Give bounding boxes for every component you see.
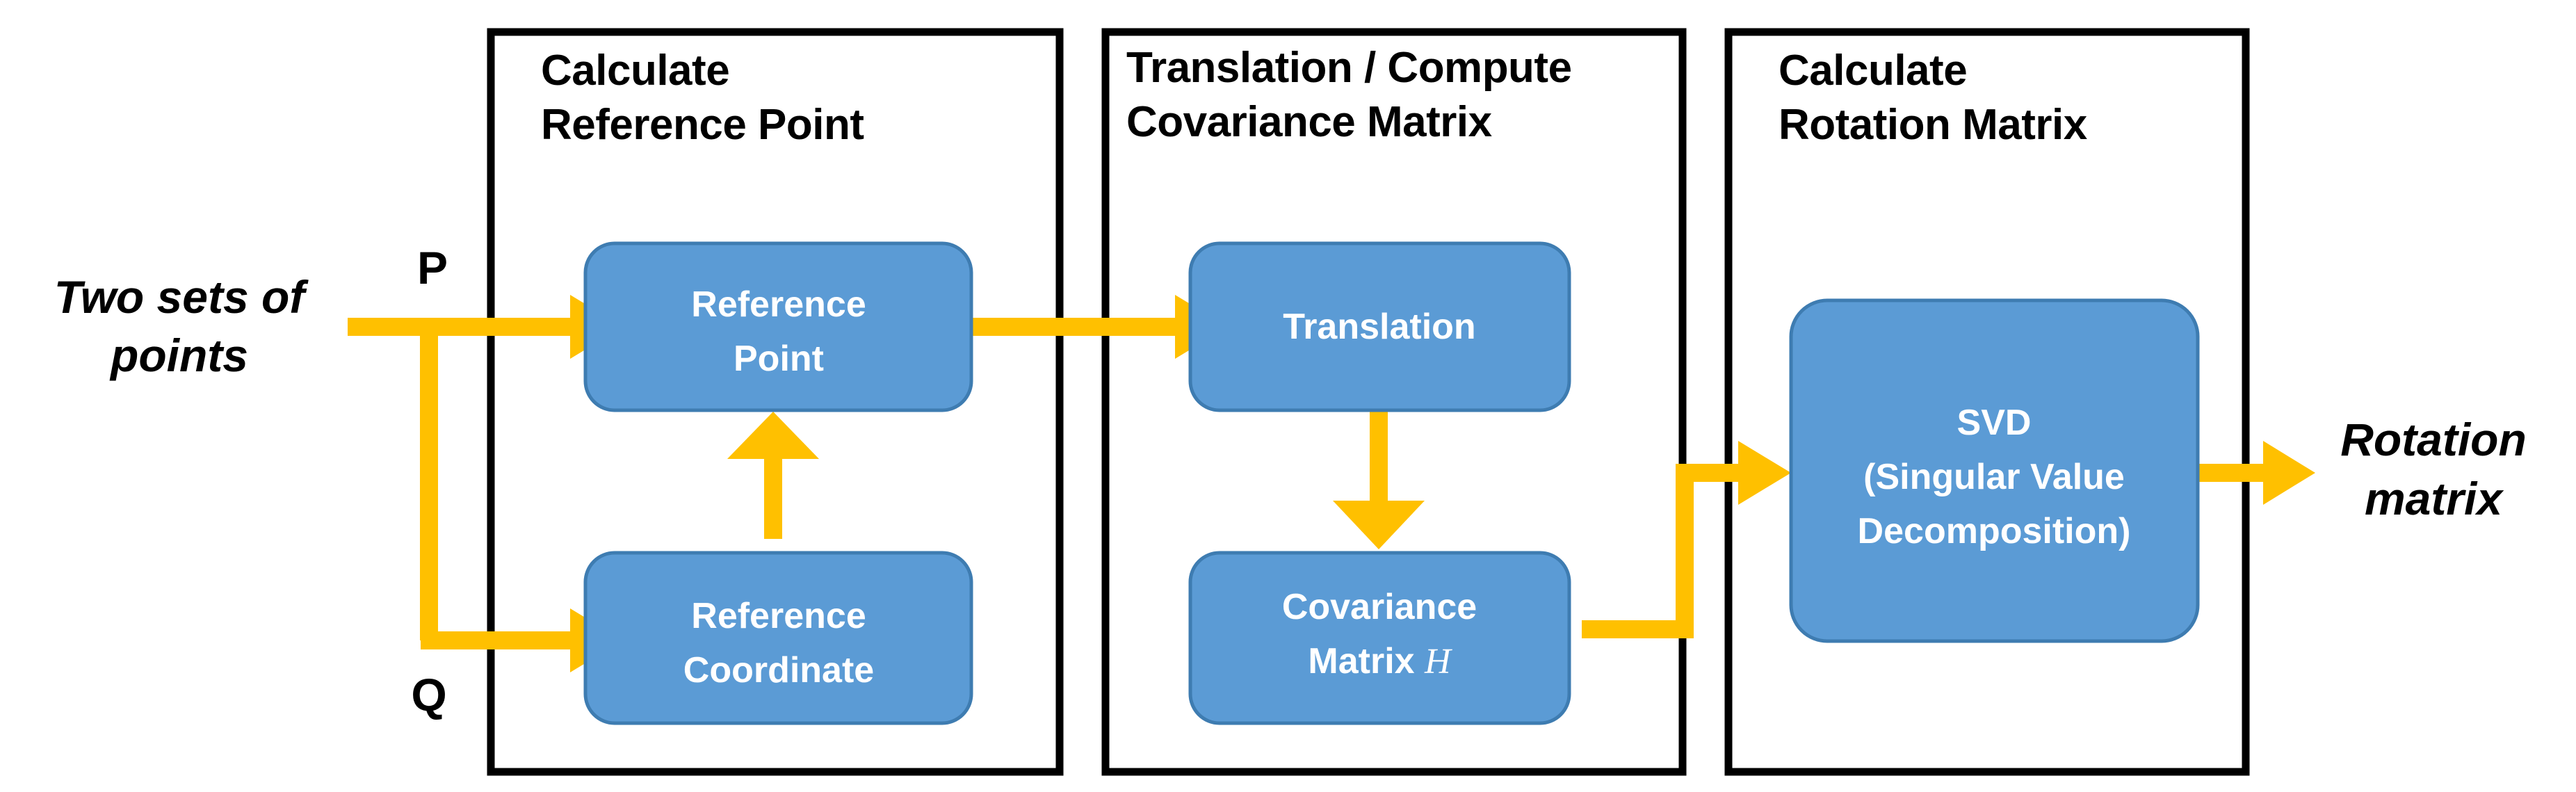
branch-tag-q: Q [411,669,446,720]
connector-reference-coordinate-to-reference-point [727,412,819,539]
box-reference-coordinate[interactable]: Reference Coordinate [583,551,973,725]
translation-label: Translation [1283,307,1475,347]
panel3-title-line2: Rotation Matrix [1779,101,2088,149]
output-label-line2: matrix [2365,473,2504,524]
arrowhead-to-rotation-matrix [2263,441,2315,505]
reference-coordinate-shape[interactable] [583,551,973,725]
input-label-line1: Two sets of [54,271,309,323]
box-svd[interactable]: SVD (Singular Value Decomposition) [1789,298,2200,643]
output-label-rotation-matrix: Rotation matrix [2340,414,2527,524]
covariance-matrix-label-line1: Covariance [1282,587,1477,627]
reference-coordinate-label-line2: Coordinate [683,650,874,690]
connector-covariance-matrix-to-svd [1582,441,1791,638]
output-label-line1: Rotation [2340,414,2527,465]
svd-label-line2: (Singular Value [1863,457,2125,497]
panel1-title-line2: Reference Point [541,101,864,149]
arrowhead-to-svd [1738,441,1791,505]
svd-label-line3: Decomposition) [1858,511,2131,551]
translation-shape[interactable] [1188,241,1571,412]
input-label-line2: points [109,330,248,381]
covariance-matrix-shape[interactable] [1188,551,1571,725]
panel-title-translation-compute-covariance-matrix: Translation / Compute Covariance Matrix [1126,44,1572,146]
input-label-two-sets-of-points: Two sets of points [54,271,309,381]
reference-point-label-line1: Reference [691,284,866,325]
box-covariance-matrix[interactable]: Covariance Matrix H [1188,551,1571,725]
covariance-matrix-label-word: Matrix [1308,641,1425,681]
panel3-title-line1: Calculate [1779,47,1967,95]
panel-title-calculate-rotation-matrix: Calculate Rotation Matrix [1779,47,2088,149]
arrowhead-down-to-covariance-matrix [1333,501,1425,549]
connector-svd-to-rotation-matrix [2197,441,2315,505]
reference-point-label-line2: Point [734,339,824,379]
branch-tag-p: P [417,242,448,293]
box-translation[interactable]: Translation [1188,241,1571,412]
covariance-matrix-label-line2: Matrix H [1308,641,1452,681]
panel-title-calculate-reference-point: Calculate Reference Point [541,47,864,149]
box-reference-point[interactable]: Reference Point [583,241,973,412]
panel1-title-line1: Calculate [541,47,729,95]
reference-coordinate-label-line1: Reference [691,596,866,636]
reference-point-shape[interactable] [583,241,973,412]
panel2-title-line1: Translation / Compute [1126,44,1572,92]
connector-translation-to-covariance-matrix [1333,410,1425,549]
panel2-title-line2: Covariance Matrix [1126,98,1493,146]
arrowhead-up-to-reference-point [727,412,819,459]
svd-shape[interactable] [1789,298,2200,643]
covariance-matrix-variable: H [1424,642,1452,681]
svd-label-line1: SVD [1957,403,2032,443]
